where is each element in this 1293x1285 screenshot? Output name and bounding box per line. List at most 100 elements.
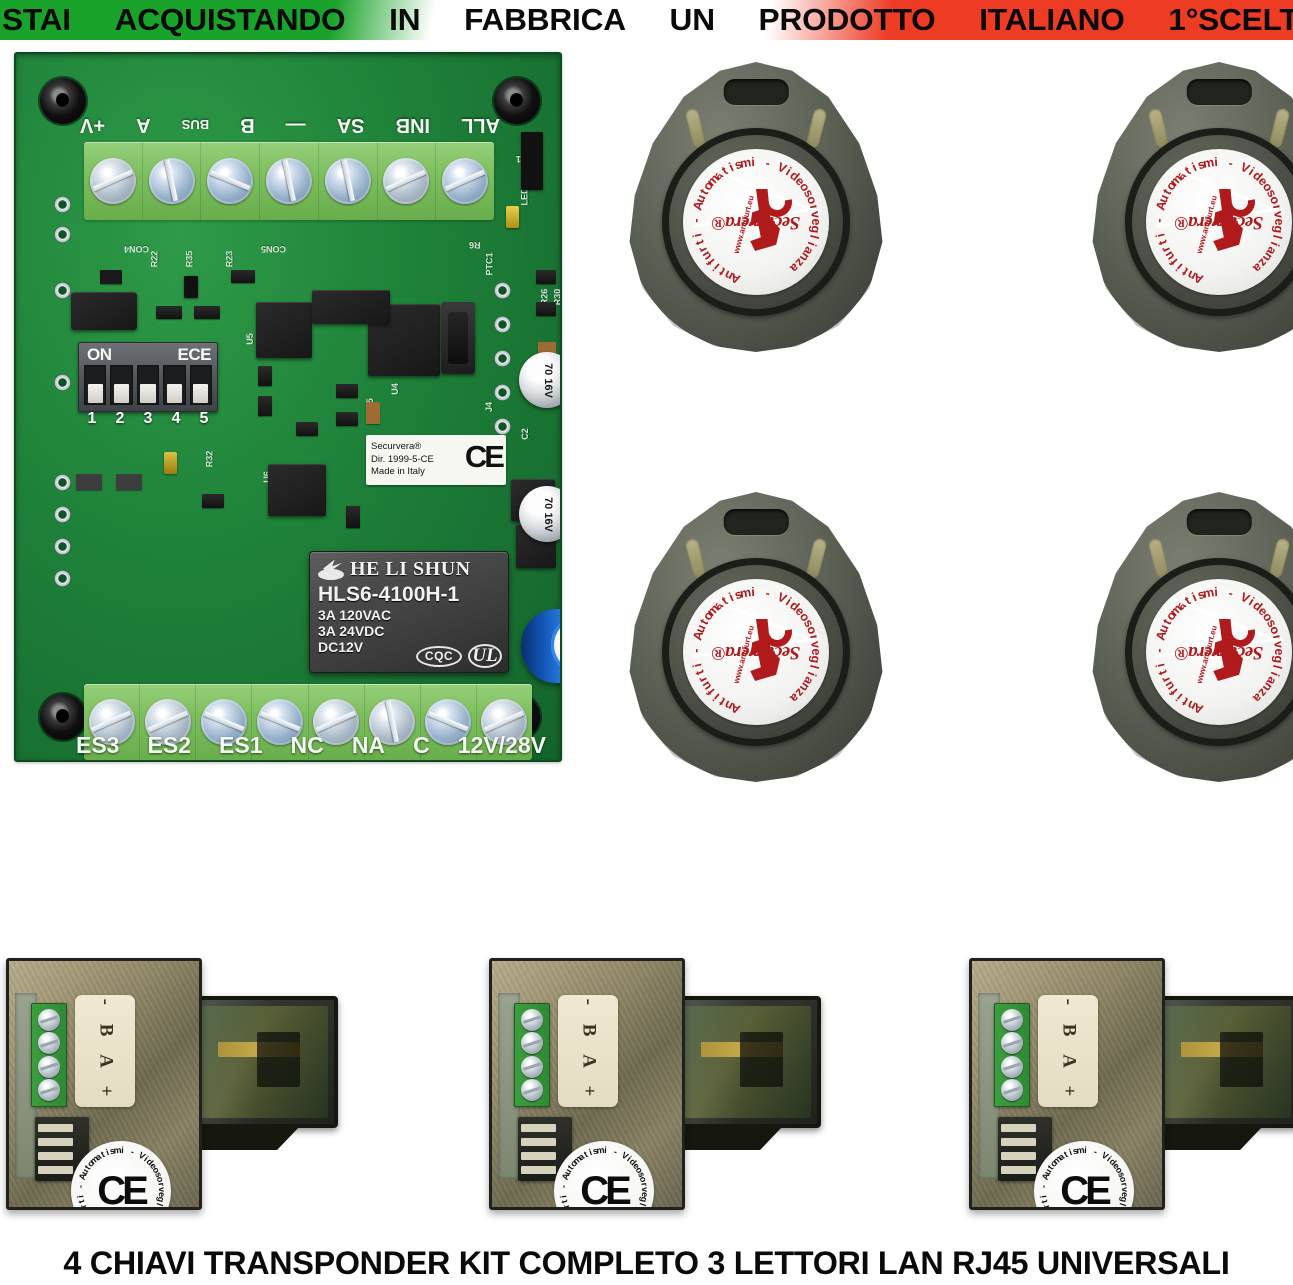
terminal-screw[interactable] [144,699,191,745]
dip-lever-3[interactable] [136,365,160,405]
reader-dip-lever[interactable] [38,1138,73,1146]
terminal-screw[interactable] [425,699,472,745]
top-terminal-block[interactable] [84,142,494,220]
reader-terminal-screw[interactable] [521,1079,543,1102]
terminal-screw-slot[interactable] [260,142,319,220]
terminal-screw-slot[interactable] [140,684,197,760]
reader-dip-lever[interactable] [1001,1166,1036,1174]
terminal-screw-slot[interactable] [84,142,143,220]
pin-header-top[interactable] [184,276,198,298]
smd-resistor [194,306,220,319]
reader-terminal-block[interactable] [31,1003,67,1107]
bottom-terminal-block[interactable] [84,684,532,760]
terminal-screw[interactable] [148,158,195,204]
terminal-label: — [285,114,306,137]
dip-number: 5 [199,410,209,427]
terminal-screw-slot[interactable] [378,142,437,220]
terminal-label: B [240,114,255,137]
terminal-screw[interactable] [481,699,528,745]
terminal-screw-slot[interactable] [143,142,202,220]
reader-dip-lever[interactable] [38,1124,73,1132]
reader-terminal-screw[interactable] [521,1008,543,1031]
reader-dip-lever[interactable] [521,1152,556,1160]
rj45-internal-chip [1220,1032,1263,1087]
cqc-mark-icon: CQC [416,645,462,667]
reader-terminal-screw[interactable] [1001,1008,1023,1031]
reader-terminal-screw[interactable] [1001,1032,1023,1055]
dip-switch[interactable]: ON ECE [78,342,218,412]
terminal-label: ES3 [76,731,120,758]
reader-dip-lever[interactable] [521,1124,556,1132]
rj45-jack[interactable] [188,996,338,1128]
reader-terminal-block[interactable] [514,1003,550,1107]
terminal-screw[interactable] [200,699,247,745]
reader-terminal-screw[interactable] [1001,1055,1023,1078]
rj45-jack[interactable] [671,996,821,1128]
terminal-screw-slot[interactable] [477,684,532,760]
banner-word: ACQUISTANDO [114,2,346,37]
terminal-screw-slot[interactable] [421,684,477,760]
terminal-screw[interactable] [266,158,313,204]
dip-lever-1[interactable] [84,365,107,405]
reader-dip-lever[interactable] [1001,1152,1036,1160]
silkscreen-r6: R6 [469,240,481,250]
terminal-screw-slot[interactable] [252,684,309,760]
reader-terminal-screw[interactable] [38,1055,60,1078]
terminal-screw[interactable] [442,158,489,204]
terminal-screw[interactable] [207,158,254,204]
reader-dip-lever[interactable] [1001,1124,1036,1132]
reader-terminal-screw[interactable] [38,1008,60,1031]
reader-dip-lever[interactable] [38,1166,73,1174]
tact-button[interactable] [441,302,475,374]
terminal-screw[interactable] [256,699,303,745]
terminal-screw-slot[interactable] [309,684,365,760]
dip-lever-2[interactable] [110,365,133,405]
securvera-logo: Securvera® www.antifurt.eu dal 1988 [708,174,804,270]
reader-dip-lever[interactable] [521,1166,556,1174]
reader-terminal-label-text: - B A + [578,998,600,1104]
rj45-jack[interactable] [1151,996,1293,1128]
reader-terminal-screw[interactable] [521,1055,543,1078]
terminal-screw-slot[interactable] [365,684,421,760]
via-pad [494,316,511,333]
terminal-screw-slot[interactable] [84,684,141,760]
reader-terminal-screw[interactable] [1001,1079,1023,1102]
pin-header[interactable] [521,132,543,190]
terminal-screw-slot[interactable] [201,142,261,220]
terminal-screw[interactable] [89,158,136,204]
rj45-latch-tab [679,1126,783,1150]
via-pad [54,474,71,491]
reader-terminal-screw[interactable] [38,1079,60,1102]
terminal-screw-slot[interactable] [319,142,378,220]
reader-terminal-screw[interactable] [38,1032,60,1055]
italian-flag-banner: STAI ACQUISTANDO IN FABBRICA UN PRODOTTO… [0,0,1293,40]
terminal-screw-slot[interactable] [196,684,253,760]
blue-electrolytic-capacitor [521,609,560,683]
terminal-screw[interactable] [88,699,135,745]
ic-u6-soic [268,464,326,516]
terminal-screw[interactable] [383,158,430,204]
reader-terminal-block[interactable] [994,1003,1030,1107]
ce-label-line1: Securvera® [371,441,422,453]
reader-terminal-screw[interactable] [521,1032,543,1055]
terminal-screw[interactable] [313,699,360,745]
relay-component: HE LI SHUN HLS6-4100H-1 3A 120VAC 3A 24V… [309,551,509,673]
reader-dip-lever[interactable] [38,1152,73,1160]
terminal-screw[interactable] [324,158,371,204]
dip-lever-4[interactable] [163,365,186,405]
silkscreen-r22: R22 [149,250,160,268]
dip-number: 2 [115,410,125,427]
reader-dip-lever[interactable] [521,1138,556,1146]
terminal-screw-slot[interactable] [436,142,494,220]
reader-dip-lever[interactable] [1001,1138,1036,1146]
dip-lever-5[interactable] [189,365,213,405]
terminal-screw[interactable] [369,699,416,745]
